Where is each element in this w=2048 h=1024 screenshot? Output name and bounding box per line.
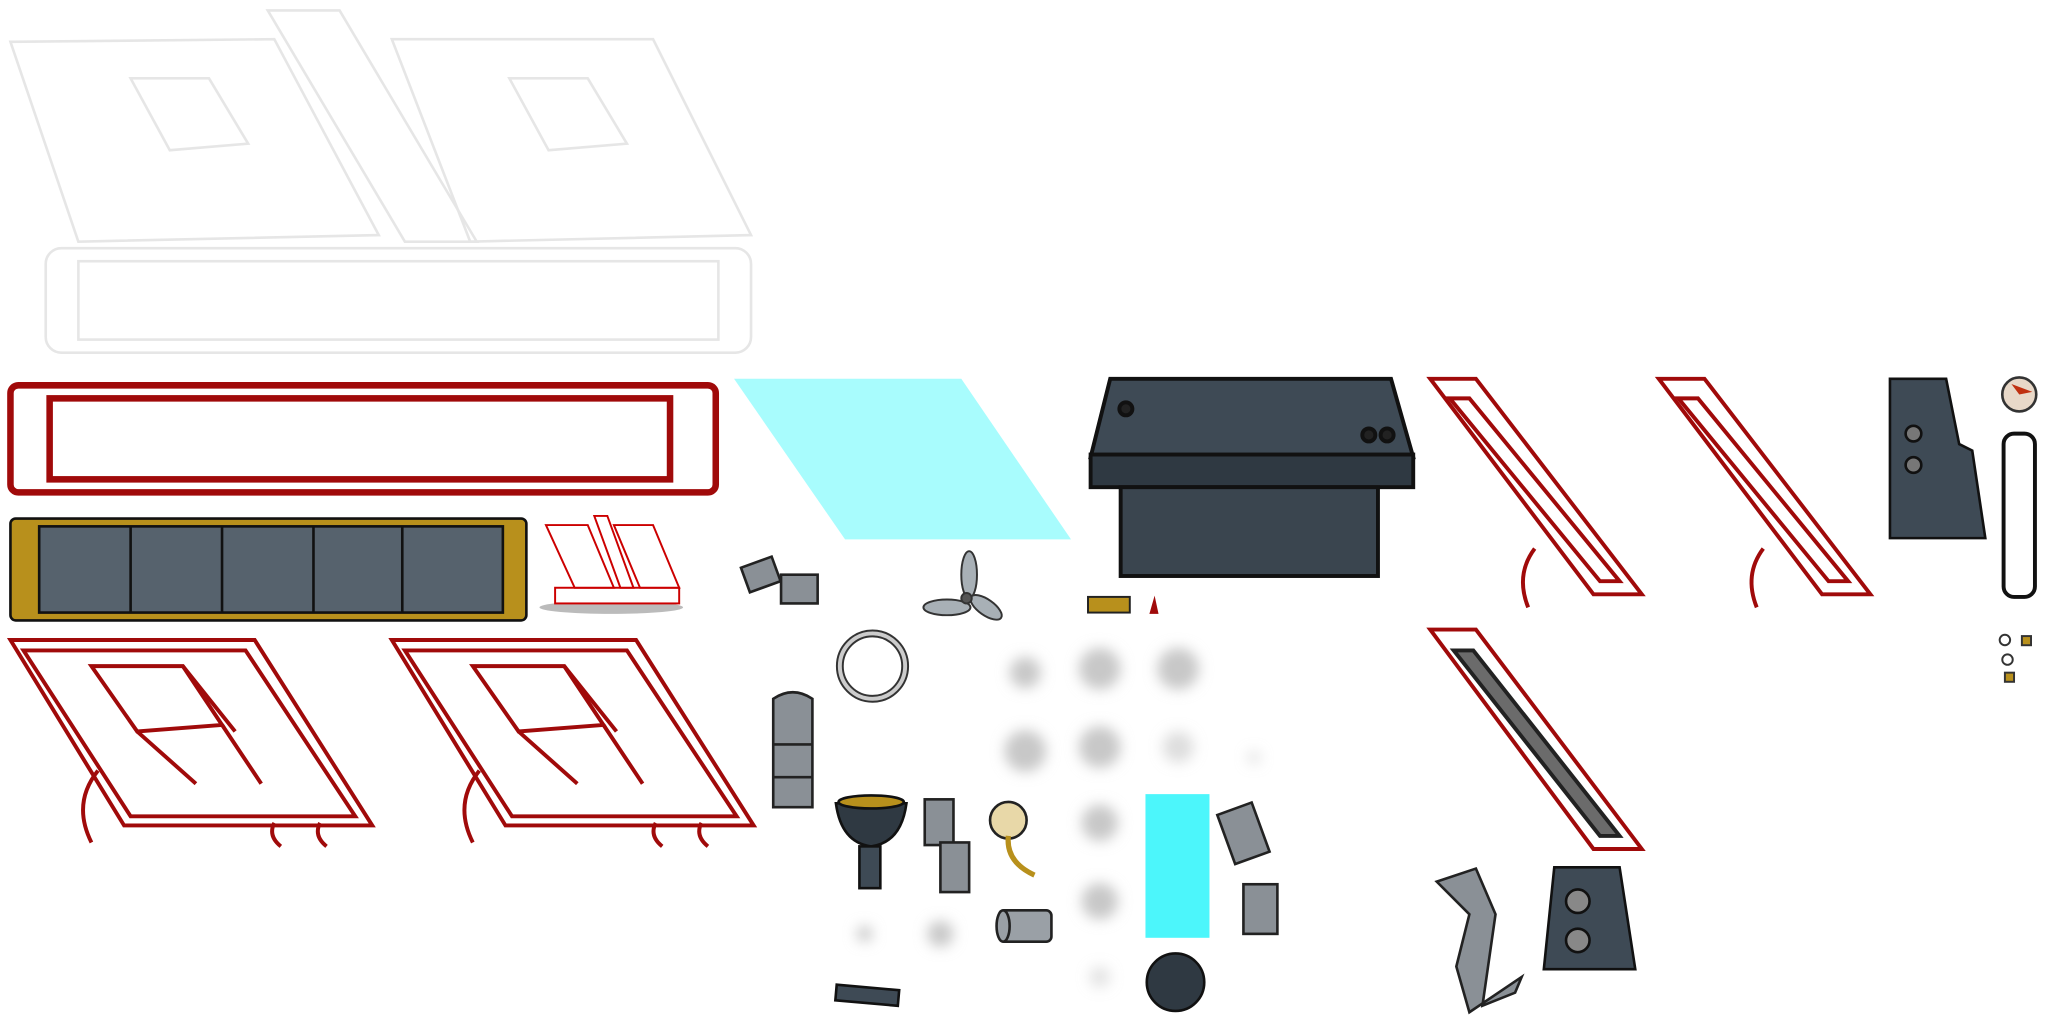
pipe-elbow-3 <box>1215 800 1279 936</box>
glass-parallelogram <box>734 378 1072 540</box>
thin-panel-red-1 <box>1426 376 1646 609</box>
pipe-segment <box>771 690 814 809</box>
side-bracket <box>1888 377 1987 540</box>
machine-console-base <box>1088 376 1416 578</box>
round-cap <box>1145 952 1206 1013</box>
solar-panel-red-1 <box>6 638 376 848</box>
funnel-post <box>834 794 908 890</box>
pipe-elbow <box>739 554 819 605</box>
mini-solar-icon <box>539 514 684 614</box>
smoke-puffs <box>856 647 1261 988</box>
brass-window-bar <box>9 517 528 622</box>
pipe-elbow-2 <box>923 798 971 894</box>
thin-panel-red-2 <box>1654 376 1875 609</box>
brass-plate <box>1087 595 1131 614</box>
propeller <box>922 550 1003 621</box>
gauge-dial <box>2000 376 2038 413</box>
dark-glass-panel <box>1426 627 1646 851</box>
short-pipe <box>995 909 1053 944</box>
red-spike <box>1149 595 1159 614</box>
capsule-frame <box>2001 431 2037 599</box>
bolt-block <box>1542 865 1637 971</box>
solar-panel-outline-white <box>8 9 754 354</box>
pipe-elbow-long <box>1434 866 1525 1015</box>
rod <box>833 983 901 1008</box>
hanging-charms <box>1998 633 2032 683</box>
cyan-strip <box>1145 794 1210 938</box>
long-bar-red-outline <box>7 382 720 496</box>
ring-inner <box>837 631 908 701</box>
solar-panel-red-2 <box>388 638 758 848</box>
gauge-small <box>988 800 1036 878</box>
